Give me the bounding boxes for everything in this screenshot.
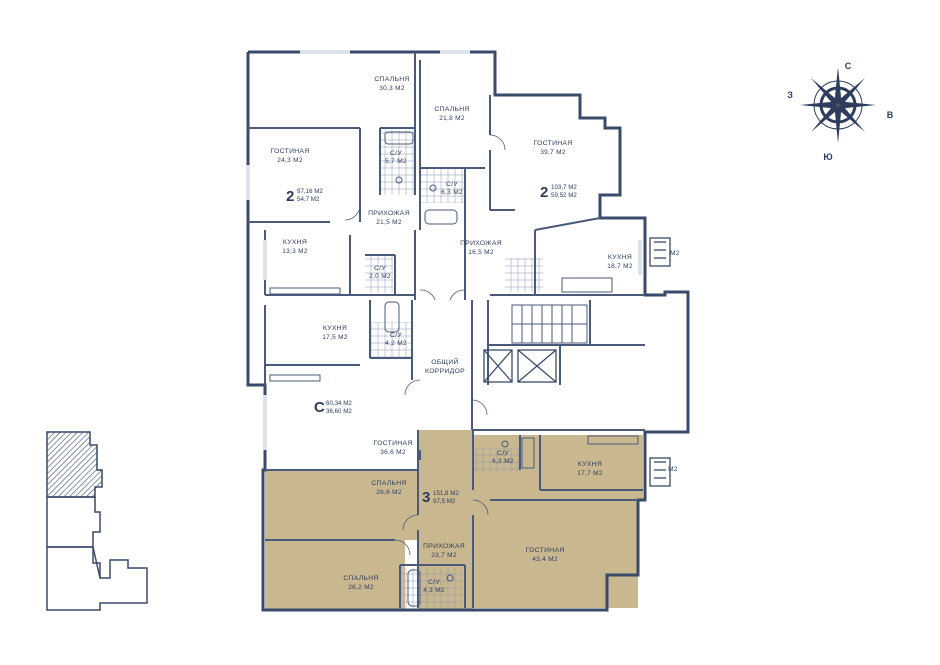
room-name: ПРИХОЖАЯ [368,210,410,217]
room-name: СПАЛЬНЯ [434,106,469,113]
fixtures [269,131,639,607]
exterior-walls [246,50,690,612]
room-name: КОРРИДОР [425,368,465,375]
room-area: 17,5 М2 [322,334,348,341]
apartment-rooms: 3 [422,489,430,506]
key-plan [46,431,148,611]
room-name: С/У [390,150,402,157]
room-area: 26,6 М2 [376,489,402,496]
staircase [511,304,588,344]
apartment-rooms: 2 [540,184,548,201]
doors [344,134,506,556]
room-name: ГОСТИНАЯ [533,140,572,147]
room-area: 26,2 М2 [348,584,374,591]
apartment-living-area: 59,52 М2 [551,192,577,199]
room-name: ПРИХОЖАЯ [423,543,465,550]
room-area: 6,3 М2 [492,458,514,465]
room-area: 18,7 М2 [607,263,633,270]
room-name: КУХНЯ [283,239,307,246]
room-area: 17,7 М2 [577,470,603,477]
balconies [649,237,671,487]
apartment-badge: С 60,34 М2 36,60 М2 [314,399,352,416]
room-area: 6,3 М2 [441,189,463,196]
room-area: 39,7 М2 [540,149,566,156]
compass-east: В [887,110,894,120]
room-name: С/У [446,181,458,188]
compass-west: З [787,90,793,100]
room-name: КУХНЯ [323,325,347,332]
room-area: 24,3 М2 [277,157,303,164]
room-name: СПАЛЬНЯ [371,480,406,487]
apartment-badge: 2 103,7 М2 59,52 М2 [540,184,577,201]
compass-south: Ю [823,152,832,162]
elevators [483,349,557,383]
room-area: 4,2 М2 [385,340,407,347]
room-name: С/У [428,579,440,586]
apartment-total-area: 103,7 М2 [551,184,577,191]
room-area: 21,8 М2 [439,115,465,122]
room-name: С/У [497,450,509,457]
room-name: ОБЩИЙ [431,357,458,366]
room-name: ГОСТИНАЯ [525,547,564,554]
compass-north: С [845,61,852,71]
room-area: 2,0 М2 [369,273,391,280]
room-area: 16,5 М2 [468,249,494,256]
room-area: 43,4 М2 [532,556,558,563]
apartment-badge: 3 151,8 М2 97,5 М2 [422,489,459,506]
room-area: 13,3 М2 [282,248,308,255]
apartment-total-area: 97,16 М2 [297,188,323,195]
compass-rose: С Ю В З [787,61,894,162]
apartment-rooms: 2 [286,188,294,205]
room-area: 4,3 М2 [423,587,445,594]
room-name: СПАЛЬНЯ [374,76,409,83]
apartment-total-area: 151,8 М2 [433,490,459,497]
balcony-area: М2 [668,466,678,473]
room-area: 5,7 М2 [385,158,407,165]
apartment-rooms: С [314,399,325,416]
room-name: КУХНЯ [578,461,602,468]
room-area: 21,5 М2 [376,219,402,226]
room-name: СПАЛЬНЯ [343,575,378,582]
bathroom-tiles [365,130,543,608]
room-name: С/У [374,265,386,272]
apartment-living-area: 54,7 М2 [297,196,320,203]
balcony-area: М2 [670,250,680,257]
room-name: ГОСТИНАЯ [373,440,412,447]
apartment-badge: 2 97,16 М2 54,7 М2 [286,188,323,205]
windows [246,50,642,450]
room-name: ПРИХОЖАЯ [460,240,502,247]
apartment-living-area: 97,5 М2 [433,498,456,505]
room-area: 23,7 М2 [431,552,457,559]
room-labels: СПАЛЬНЯ 30,3 М2 СПАЛЬНЯ 21,8 М2 ГОСТИНАЯ… [270,76,679,594]
room-name: С/У [390,332,402,339]
apartment-total-area: 60,34 М2 [326,400,352,407]
room-area: 36,6 М2 [380,449,406,456]
room-name: ГОСТИНАЯ [270,148,309,155]
apartment-living-area: 36,60 М2 [326,408,352,415]
room-area: 30,3 М2 [379,85,405,92]
room-name: КУХНЯ [608,254,632,261]
